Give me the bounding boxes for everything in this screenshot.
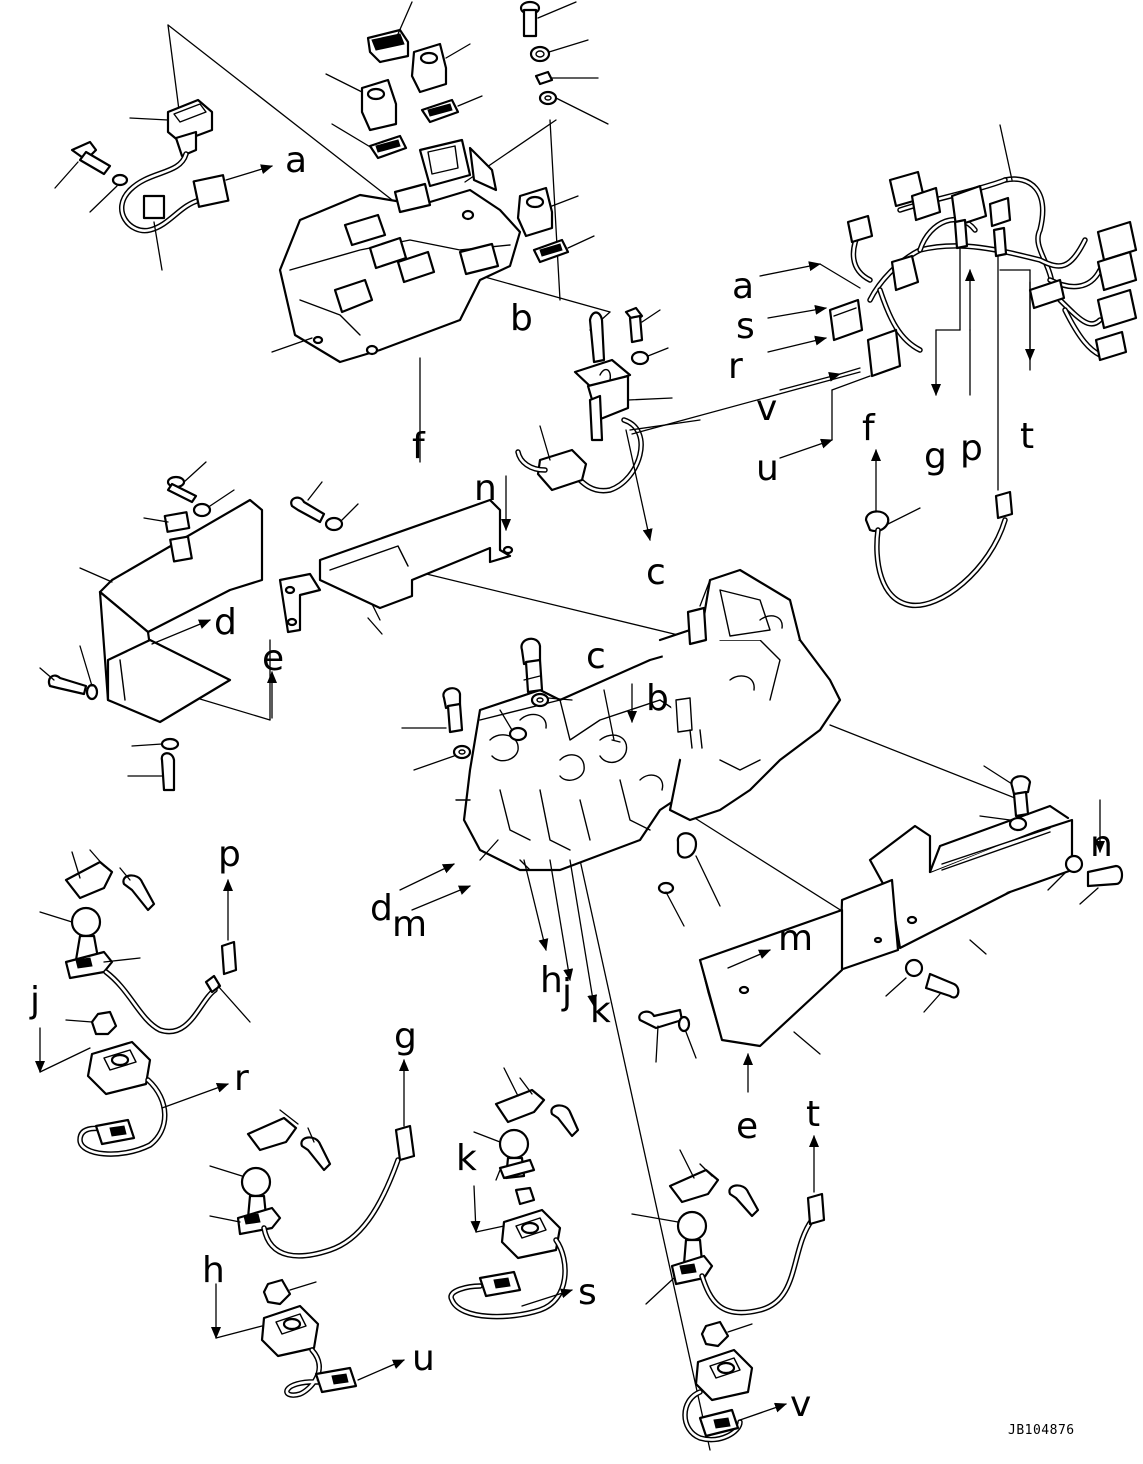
console-switch-assembly-left: [54, 98, 273, 271]
label-t-harness: t: [1020, 416, 1034, 457]
label-d-valve: d: [370, 888, 393, 929]
label-d-cover: d: [214, 602, 237, 643]
right-cover-assembly: [638, 765, 1124, 1093]
rocker-switches: [325, 1, 595, 264]
label-p-harness: p: [960, 428, 983, 469]
label-g-harness: g: [924, 436, 947, 477]
pilot-switch-3: [448, 1067, 580, 1320]
label-u-harness: u: [756, 448, 779, 489]
label-c-valve: c: [586, 636, 606, 677]
label-s-harness: s: [736, 306, 755, 347]
label-t-switch-4: t: [806, 1094, 820, 1135]
label-s-switch-3: s: [578, 1272, 597, 1313]
label-k-switch-3: k: [456, 1138, 477, 1179]
left-cover-plate: [39, 461, 277, 792]
lever-assembly: [515, 306, 861, 541]
label-f-harness: f: [862, 408, 876, 449]
label-m-cover: m: [778, 918, 813, 959]
label-p-switch-1: p: [218, 834, 241, 875]
label-j-valve: j: [561, 972, 572, 1013]
label-a-left: a: [285, 140, 307, 181]
label-b-console: b: [510, 298, 533, 339]
label-j-switch-1: j: [29, 980, 40, 1021]
control-console-box: [271, 138, 522, 463]
wire-harness: [759, 124, 1138, 609]
label-r-switch-1: r: [234, 1058, 249, 1099]
center-bracket: [278, 475, 514, 635]
label-h-valve: h: [540, 960, 563, 1001]
label-k-valve: k: [590, 990, 611, 1031]
label-c-lever: c: [646, 552, 666, 593]
connector-labels: a b f c n d e a s r v u f g p t c b d m …: [29, 140, 1113, 1425]
pilot-switch-4: [631, 1135, 826, 1443]
label-h-switch-2: h: [202, 1250, 225, 1291]
label-a-harness: a: [732, 266, 754, 307]
label-n-cover: n: [1090, 824, 1113, 865]
label-m-valve: m: [392, 904, 427, 945]
top-fasteners: [519, 0, 609, 125]
pilot-switch-1: [35, 849, 251, 1157]
control-valve-block: [399, 568, 842, 1007]
drawing-code: JB104876: [1008, 1423, 1075, 1438]
label-g-switch-2: g: [394, 1016, 417, 1057]
label-b-valve: b: [646, 678, 669, 719]
label-u-switch-2: u: [412, 1338, 435, 1379]
label-r-harness: r: [728, 346, 743, 387]
label-n-bracket: n: [474, 468, 497, 509]
label-e-cover-lower: e: [736, 1106, 758, 1147]
label-e-cover: e: [262, 638, 284, 679]
label-v-switch-4: v: [790, 1384, 811, 1425]
label-v-harness: v: [756, 388, 777, 429]
pilot-switch-2: [209, 1059, 416, 1398]
label-f-console: f: [412, 426, 426, 467]
